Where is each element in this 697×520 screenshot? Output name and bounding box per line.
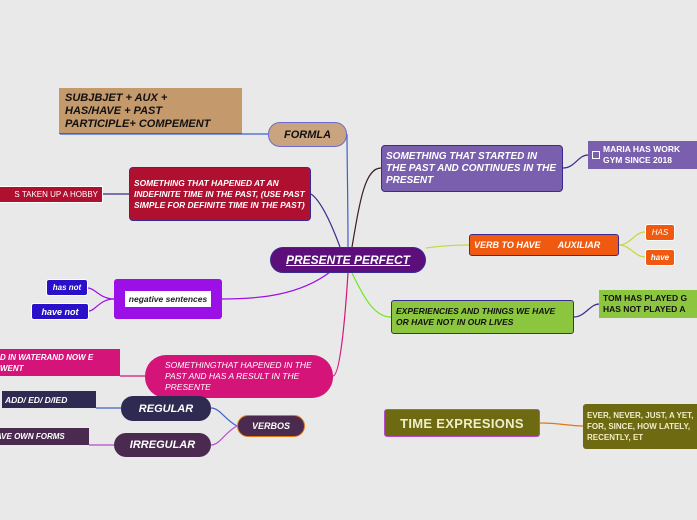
link-time <box>539 422 584 427</box>
regular-node[interactable]: REGULAR <box>121 396 211 421</box>
negative-sentences-node[interactable]: negative sentences <box>114 279 222 319</box>
has-node[interactable]: HAS <box>645 224 675 241</box>
hobby-example[interactable]: S TAKEN UP A HOBBY <box>0 186 103 203</box>
link-result <box>332 272 349 377</box>
link-started <box>351 167 382 248</box>
link-maria <box>562 154 589 169</box>
time-expressions-node[interactable]: TIME EXPRESIONS <box>384 409 540 437</box>
link-regular <box>210 407 238 427</box>
formula-line-3: PARTICIPLE+ COMPEMENT <box>65 118 211 130</box>
verb-to-have-node[interactable]: VERB TO HAVE AUXILIAR <box>469 234 619 256</box>
central-topic[interactable]: PRESENTE PERFECT <box>270 247 426 273</box>
link-havenot <box>88 298 115 312</box>
formla-node[interactable]: FORMLA <box>268 122 347 147</box>
have-not-node[interactable]: have not <box>31 303 89 320</box>
link-has <box>618 231 646 246</box>
link-indefinite <box>310 193 341 248</box>
link-negative <box>221 271 331 300</box>
verb-to-have-label: VERB TO HAVE <box>474 240 541 250</box>
tom-example[interactable]: TOM HAS PLAYED G HAS NOT PLAYED A <box>599 290 697 318</box>
irregular-rule[interactable]: AVE OWN FORMS <box>0 428 89 445</box>
maria-example[interactable]: MARIA HAS WORK GYM SINCE 2018 <box>588 141 697 169</box>
result-example[interactable]: D IN WATERAND NOW E WENT <box>0 349 120 376</box>
link-irregular <box>210 425 238 446</box>
link-formla <box>346 133 349 248</box>
irregular-node[interactable]: IRREGULAR <box>114 433 211 457</box>
formula-text[interactable]: SUBJBJET + AUX + HAS/HAVE + PAST PARTICI… <box>59 88 242 134</box>
result-node[interactable]: SOMETHINGTHAT HAPENED IN THE PAST AND HA… <box>145 355 333 398</box>
link-verb-to-have <box>425 244 470 249</box>
negative-sentences-label: negative sentences <box>124 291 212 307</box>
maria-example-text: MARIA HAS WORK GYM SINCE 2018 <box>603 144 681 165</box>
link-have <box>618 244 646 258</box>
indefinite-time-node[interactable]: SOMETHING THAT HAPENED AT AN INDEFINITE … <box>129 167 311 221</box>
experiences-node[interactable]: EXPERIENCIES AND THINGS WE HAVE OR HAVE … <box>391 300 574 334</box>
link-tom <box>573 303 600 318</box>
formula-line-2: HAS/HAVE + PAST <box>65 105 163 117</box>
verbos-node[interactable]: VERBOS <box>237 415 305 437</box>
link-hasnot <box>87 287 115 300</box>
started-in-past-node[interactable]: SOMETHING THAT STARTED IN THE PAST AND C… <box>381 145 563 192</box>
time-expressions-list[interactable]: EVER, NEVER, JUST, A YET, FOR, SINCE, HO… <box>583 404 697 449</box>
auxiliar-label: AUXILIAR <box>557 240 601 250</box>
have-node[interactable]: have <box>645 249 675 266</box>
regular-rule[interactable]: ADD/ ED/ D/IED <box>2 391 96 408</box>
formula-line-1: SUBJBJET + AUX + <box>65 92 168 104</box>
checkbox-icon <box>592 151 600 159</box>
link-experiences <box>351 272 392 318</box>
has-not-node[interactable]: has not <box>46 279 88 296</box>
